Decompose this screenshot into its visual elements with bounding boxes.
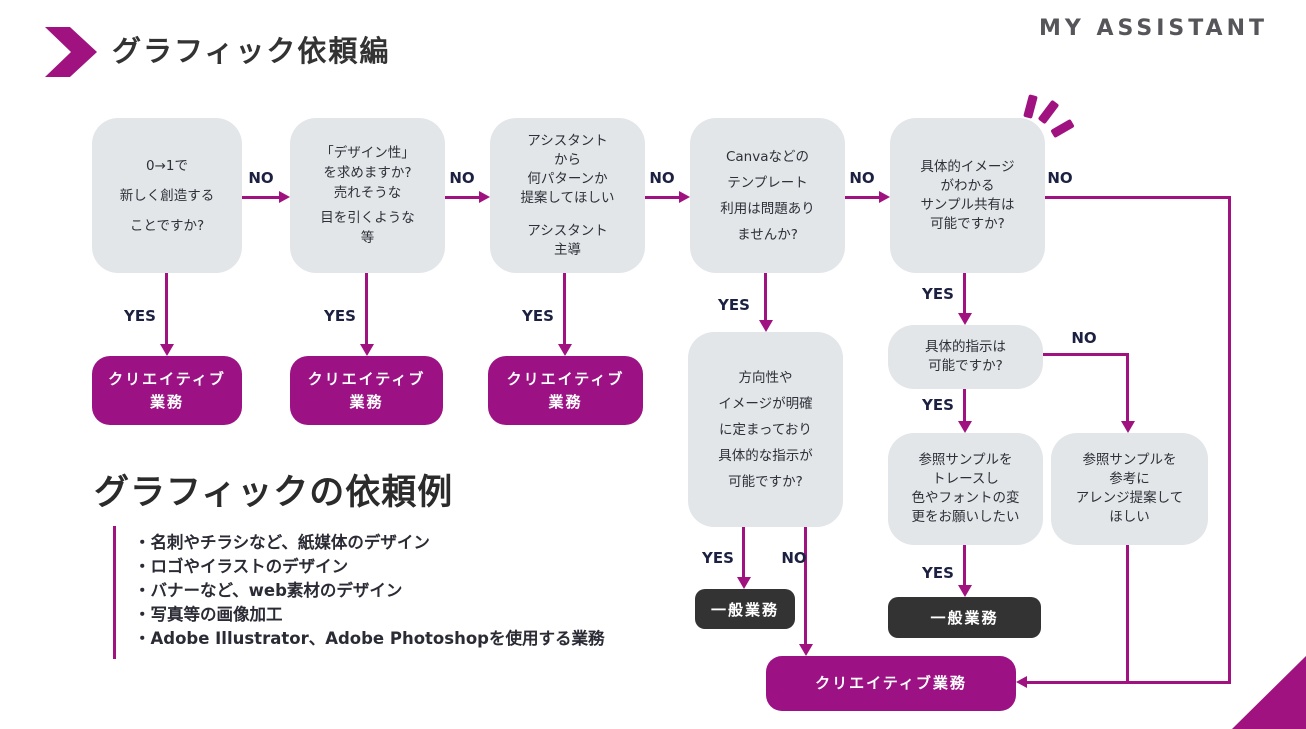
creative-work-node: クリエイティブ 業務 bbox=[92, 356, 242, 425]
arrowhead-down-icon bbox=[737, 577, 751, 589]
list-item: ・Adobe Illustrator、Adobe Photoshopを使用する業… bbox=[134, 629, 605, 648]
arrowhead-right-icon bbox=[479, 191, 490, 203]
no-label: NO bbox=[449, 169, 475, 187]
examples-heading: グラフィックの依頼例 bbox=[94, 473, 454, 513]
examples-list: ・名刺やチラシなど、紙媒体のデザイン ・ロゴやイラストのデザイン ・バナーなど、… bbox=[113, 526, 604, 659]
no-label: NO bbox=[849, 169, 875, 187]
sparkle-icon bbox=[1050, 118, 1075, 139]
general-work-node: 一般業務 bbox=[888, 597, 1041, 638]
creative-work-node-final: クリエイティブ業務 bbox=[766, 656, 1016, 711]
connector-line bbox=[165, 273, 168, 344]
page-title: グラフィック依頼編 bbox=[112, 34, 391, 68]
general-work-node: 一般業務 bbox=[695, 589, 795, 629]
connector-line bbox=[1126, 545, 1129, 684]
no-label: NO bbox=[1071, 329, 1097, 347]
arrowhead-down-icon bbox=[558, 344, 572, 356]
arrowhead-down-icon bbox=[160, 344, 174, 356]
yes-label: YES bbox=[522, 307, 554, 325]
yes-label: YES bbox=[124, 307, 156, 325]
creative-work-node: クリエイティブ 業務 bbox=[290, 356, 443, 425]
no-label: NO bbox=[248, 169, 274, 187]
arrowhead-down-icon bbox=[958, 421, 972, 433]
arrowhead-right-icon bbox=[879, 191, 890, 203]
decision-node-canva-template: Canvaなどの テンプレート 利用は問題あり ませんか? bbox=[690, 118, 845, 273]
arrowhead-right-icon bbox=[679, 191, 690, 203]
yes-label: YES bbox=[324, 307, 356, 325]
arrowhead-down-icon bbox=[958, 313, 972, 325]
arrowhead-down-icon bbox=[1121, 421, 1135, 433]
connector-line bbox=[365, 273, 368, 344]
connector-line bbox=[845, 196, 879, 199]
connector-line bbox=[242, 196, 279, 199]
title-chevron-icon bbox=[45, 27, 97, 77]
yes-label: YES bbox=[922, 396, 954, 414]
connector-line bbox=[742, 527, 745, 577]
yes-label: YES bbox=[922, 285, 954, 303]
sparkle-icon bbox=[1037, 99, 1060, 125]
no-label: NO bbox=[649, 169, 675, 187]
node-arrange-sample: 参照サンプルを 参考に アレンジ提案して ほしい bbox=[1051, 433, 1208, 545]
connector-line bbox=[1228, 196, 1231, 684]
connector-line bbox=[963, 389, 966, 421]
no-label: NO bbox=[1047, 169, 1073, 187]
node-trace-sample: 参照サンプルを トレースし 色やフォントの変 更をお願いしたい bbox=[888, 433, 1043, 545]
arrowhead-down-icon bbox=[799, 644, 813, 656]
list-item: ・ロゴやイラストのデザイン bbox=[134, 557, 349, 576]
yes-label: YES bbox=[922, 564, 954, 582]
decision-node-assistant-proposal: アシスタント から 何パターンか 提案してほしい アシスタント 主導 bbox=[490, 118, 645, 273]
connector-line bbox=[445, 196, 479, 199]
connector-line bbox=[1126, 353, 1129, 421]
brand-logo: MY ASSISTANT bbox=[1039, 16, 1268, 41]
arrowhead-down-icon bbox=[958, 585, 972, 597]
connector-line bbox=[1043, 353, 1129, 356]
list-item: ・名刺やチラシなど、紙媒体のデザイン bbox=[134, 533, 430, 552]
corner-triangle-decoration bbox=[1232, 656, 1306, 729]
yes-label: YES bbox=[718, 296, 750, 314]
decision-node-sample-share: 具体的イメージ がわかる サンプル共有は 可能ですか? bbox=[890, 118, 1045, 273]
arrowhead-left-icon bbox=[1016, 676, 1027, 688]
connector-line bbox=[963, 273, 966, 313]
sparkle-icon bbox=[1023, 94, 1038, 119]
connector-line bbox=[1045, 196, 1231, 199]
connector-line bbox=[645, 196, 679, 199]
arrowhead-down-icon bbox=[360, 344, 374, 356]
arrowhead-down-icon bbox=[759, 320, 773, 332]
decision-node-create-from-zero: 0→1で 新しく創造する ことですか? bbox=[92, 118, 242, 273]
connector-line bbox=[563, 273, 566, 344]
connector-line bbox=[1027, 681, 1231, 684]
connector-line bbox=[963, 545, 966, 585]
list-item: ・バナーなど、web素材のデザイン bbox=[134, 581, 403, 600]
yes-label: YES bbox=[702, 549, 734, 567]
decision-node-design-quality: 「デザイン性」 を求めますか? 売れそうな 目を引くような 等 bbox=[290, 118, 445, 273]
list-item: ・写真等の画像加工 bbox=[134, 605, 283, 624]
no-label: NO bbox=[781, 549, 807, 567]
decision-node-concrete-instruction: 具体的指示は 可能ですか? bbox=[888, 325, 1043, 389]
connector-line bbox=[764, 273, 767, 320]
creative-work-node: クリエイティブ 業務 bbox=[488, 356, 643, 425]
arrowhead-right-icon bbox=[279, 191, 290, 203]
connector-line bbox=[804, 527, 807, 644]
decision-node-clear-direction: 方向性や イメージが明確 に定まっており 具体的な指示が 可能ですか? bbox=[688, 332, 843, 527]
